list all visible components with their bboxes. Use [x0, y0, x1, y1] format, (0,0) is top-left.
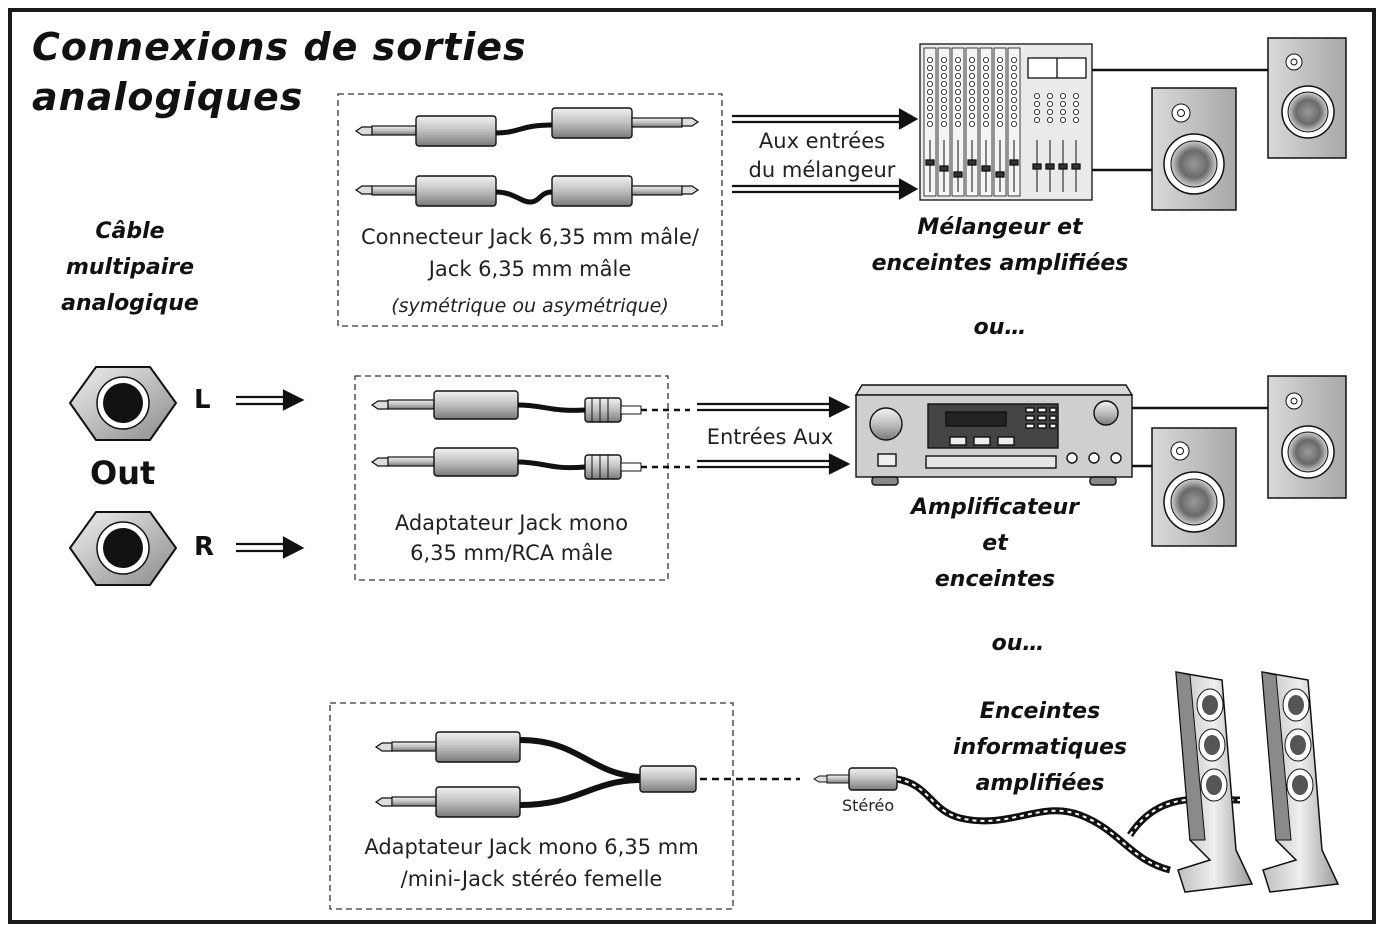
pc-speaker-right [1261, 671, 1340, 893]
pc-speaker-left [1175, 671, 1254, 893]
output-out-label: Out [90, 454, 156, 492]
mixer-caption-2: enceintes amplifiées [871, 251, 1129, 276]
speaker-amp-back [1267, 375, 1347, 499]
box3-line-1: Adaptateur Jack mono 6,35 mm [364, 835, 699, 859]
title-line-2: analogiques [32, 75, 304, 119]
amplifier-illustration [854, 384, 1270, 486]
cable-label-2: multipaire [65, 255, 195, 280]
output-arrows [236, 389, 305, 559]
jack-rca-cable-2 [370, 447, 690, 480]
mixer-illustration [919, 43, 1270, 201]
arrows-to-mixer [732, 108, 919, 200]
jack-rca-cable-1 [370, 390, 690, 423]
output-right-label: R [194, 532, 215, 562]
mixer-arrow-label-2: du mélangeur [748, 158, 896, 182]
pc-caption-2: informatiques [953, 735, 1127, 760]
amp-caption-2: et [982, 531, 1008, 556]
jack-jack-cable-1 [354, 107, 700, 147]
output-jack-right [68, 511, 178, 586]
or-label-1: ou… [973, 315, 1027, 340]
speaker-mixer-back [1267, 37, 1347, 159]
pc-caption-3: amplifiées [975, 771, 1105, 796]
adapter-box-1 [337, 93, 723, 327]
box2-line-2: 6,35 mm/RCA mâle [410, 541, 613, 565]
box2-line-1: Adaptateur Jack mono [394, 511, 629, 535]
cable-label-3: analogique [61, 291, 199, 316]
amp-arrow-label: Entrées Aux [706, 425, 834, 449]
cable-label-1: Câble [95, 219, 165, 244]
adapter-box-3 [329, 702, 734, 910]
stereo-label: Stéréo [842, 796, 895, 815]
speaker-amp-front [1151, 427, 1237, 547]
mixer-arrow-label-1: Aux entrées [758, 129, 886, 153]
amp-caption-1: Amplificateur [911, 495, 1079, 520]
mini-jack-plug [813, 767, 1241, 874]
speaker-mixer-front [1151, 87, 1237, 211]
arrows-to-amp [697, 396, 851, 475]
amp-caption-3: enceintes [934, 567, 1056, 592]
title-line-1: Connexions de sorties [32, 25, 527, 69]
or-label-2: ou… [991, 631, 1045, 656]
box1-line-3: (symétrique ou asymétrique) [391, 295, 669, 317]
adapter-box-2 [354, 375, 669, 581]
box1-line-2: Jack 6,35 mm mâle [428, 257, 632, 281]
box1-line-1: Connecteur Jack 6,35 mm mâle/ [361, 225, 699, 249]
jack-jack-cable-2 [354, 175, 700, 207]
box3-line-2: /mini-Jack stéréo femelle [400, 867, 663, 891]
diagram-frame [8, 8, 1376, 924]
output-left-label: L [194, 385, 211, 415]
mixer-caption-1: Mélangeur et [917, 215, 1083, 240]
y-adapter-cable [374, 731, 800, 818]
output-jack-left [68, 366, 178, 441]
pc-caption-1: Enceintes [979, 699, 1101, 724]
